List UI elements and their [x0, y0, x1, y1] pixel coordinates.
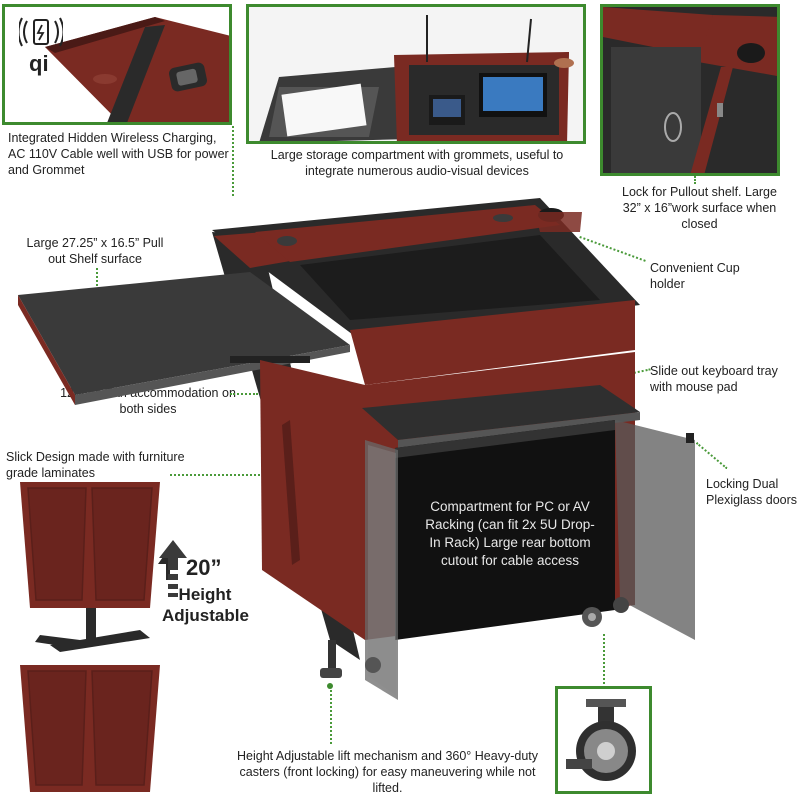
inset-caster [555, 686, 652, 794]
inset-lock-art [603, 7, 777, 173]
up-arrow-icon [159, 540, 187, 597]
inset-wireless-charging: qi [2, 4, 232, 125]
height-label: Height Adjustable [162, 585, 249, 625]
leader-lock [694, 176, 696, 184]
caption-keyboard: Slide out keyboard tray with mouse pad [650, 364, 778, 394]
caption-doors: Locking Dual Plexiglass doors [706, 477, 798, 507]
leader-caster [603, 634, 605, 684]
caption-pullout-shelf: Large 27.25” x 16.5” Pull out Shelf surf… [26, 236, 164, 266]
leader-wireless [232, 126, 234, 196]
caster-art [558, 689, 649, 791]
height-value: 20” [186, 555, 222, 580]
caption-laminates: Slick Design made with furniture grade l… [6, 450, 185, 480]
caption-casters: Height Adjustable lift mechanism and 360… [237, 749, 538, 795]
leader-pullout [96, 268, 98, 286]
caption-lock: Lock for Pullout shelf. Large 32” x 16”w… [622, 185, 777, 231]
inset-storage-art [249, 7, 583, 141]
caption-storage: Large storage compartment with grommets,… [270, 148, 564, 178]
inset-lock [600, 4, 780, 176]
leader-fan [230, 393, 258, 395]
leader-casters [330, 686, 332, 744]
inset-storage [246, 4, 586, 144]
leader-dot-leg [327, 683, 333, 689]
height-adjust-illustration [20, 482, 170, 792]
leader-laminates [170, 474, 280, 476]
qi-logo: qi [29, 51, 49, 76]
caption-wireless-charging: Integrated Hidden Wireless Charging, AC … [8, 131, 229, 177]
caption-cup-holder: Convenient Cup holder [650, 261, 740, 291]
compartment-text: Compartment for PC or AV Racking (can fi… [425, 499, 595, 568]
inset-wireless-art [45, 17, 229, 122]
